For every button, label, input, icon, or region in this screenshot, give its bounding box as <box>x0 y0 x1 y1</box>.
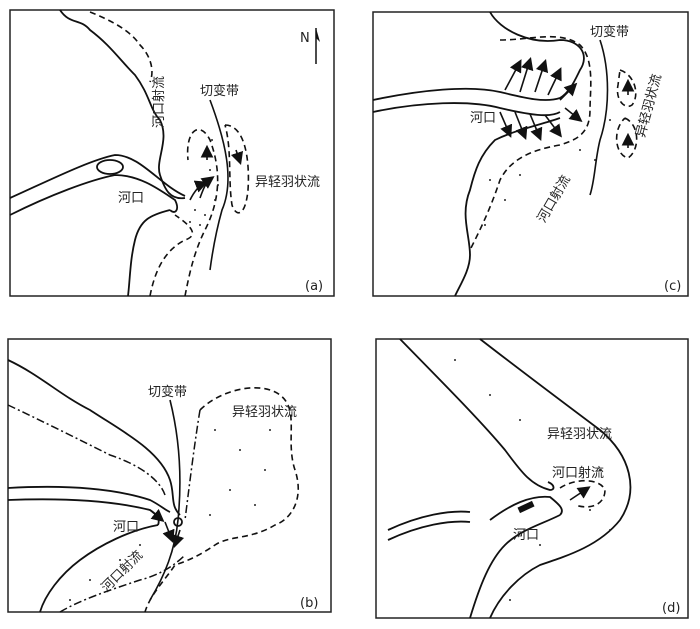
shear-zone-label: 切变带 <box>200 83 239 99</box>
jet-arrow <box>534 58 549 93</box>
plume-label: 异轻羽状流 <box>255 175 320 190</box>
plume-boundary-north <box>89 11 153 83</box>
shear-zone-line <box>149 399 181 601</box>
coastline-south <box>469 514 561 619</box>
panel-c: 切变带 河口 异轻羽状流 河口射流 (c) <box>372 11 689 297</box>
plume-boundary <box>144 387 300 613</box>
jet-arrow <box>162 521 175 543</box>
river-bank-south <box>387 520 471 541</box>
river-bank-south <box>9 174 178 216</box>
north-arrow-icon <box>315 28 320 64</box>
panel-tag: (c) <box>664 279 681 294</box>
river-bank-north <box>387 510 471 531</box>
plume-boundary <box>479 338 632 619</box>
coastline-south <box>127 209 171 297</box>
sediment-dots <box>484 119 611 226</box>
shear-zone-line <box>589 39 609 196</box>
coastline-north <box>59 9 186 200</box>
plume-patch <box>616 68 637 107</box>
plume-inner-boundary <box>184 409 201 521</box>
plume-patch <box>224 124 250 214</box>
jet-boundary <box>469 35 592 251</box>
plume-label: 异轻羽状流 <box>232 405 297 420</box>
jet-arrow <box>199 176 215 199</box>
jet-arrow <box>499 111 513 138</box>
mouth-bar <box>517 500 535 514</box>
mouth-bank <box>489 495 563 521</box>
panel-tag: (d) <box>662 601 680 616</box>
coastline-north <box>7 359 181 516</box>
jet-arrow <box>569 486 591 501</box>
sediment-dots <box>189 139 219 226</box>
jet-arrow <box>519 56 534 93</box>
panel-a-frame <box>9 9 335 297</box>
river-mouth-label: 河口 <box>118 191 144 206</box>
panel-tag: (a) <box>305 279 323 294</box>
river-jet-label: 河口射流 <box>552 465 604 481</box>
river-jet-label: 河口射流 <box>151 76 167 128</box>
coastline-south <box>39 524 159 613</box>
panel-d-frame <box>375 338 689 619</box>
jet-arrow <box>504 59 522 91</box>
panel-b-frame <box>7 338 332 613</box>
plume-boundary-south <box>149 214 194 297</box>
river-mouth-label: 河口 <box>513 528 539 543</box>
north-label: N <box>300 31 310 46</box>
plume-arrow <box>230 149 244 166</box>
jet-arrow <box>149 508 165 523</box>
plume-patch <box>615 117 638 159</box>
jet-arrow <box>171 529 185 549</box>
jet-arrow <box>564 107 583 122</box>
river-bank-north <box>9 154 186 199</box>
inner-boundary <box>7 404 166 496</box>
jet-boundary <box>184 128 219 297</box>
sediment-dots <box>69 429 271 601</box>
jet-arrow <box>514 111 528 140</box>
jet-boundary <box>59 554 186 613</box>
jet-arrow <box>529 113 543 141</box>
panel-a: 切变带 河口射流 异轻羽状流 河口 N (a) <box>9 9 335 297</box>
river-island <box>96 159 124 175</box>
river-mouth-label: 河口 <box>113 520 139 535</box>
panel-d: 异轻羽状流 河口射流 河口 (d) <box>375 338 689 619</box>
shear-zone-label: 切变带 <box>590 24 629 40</box>
jet-arrow <box>544 114 562 138</box>
river-bank-north <box>7 485 171 513</box>
river-mouth-label: 河口 <box>470 111 496 126</box>
sediment-dots <box>454 359 611 601</box>
panel-tag: (b) <box>300 596 318 611</box>
shear-zone-label: 切变带 <box>148 384 187 400</box>
mouth-bar <box>173 517 183 527</box>
jet-arrow <box>547 67 562 96</box>
coastline-north <box>399 338 555 491</box>
panel-b: 切变带 异轻羽状流 河口 河口射流 (b) <box>7 338 332 613</box>
jet-arrow <box>559 82 578 101</box>
plume-label: 异轻羽状流 <box>547 427 612 442</box>
shear-zone-line <box>209 99 229 271</box>
river-bank-north <box>372 102 561 117</box>
panel-c-frame <box>372 11 689 297</box>
